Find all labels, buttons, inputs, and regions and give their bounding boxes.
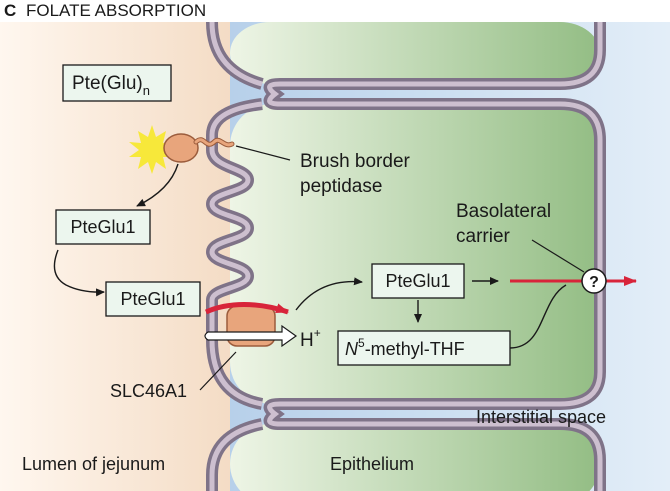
pteglu1-box-substrate: [105, 281, 201, 317]
cell-membrane: [205, 10, 606, 491]
pteglu1-box-lumen: [55, 209, 151, 245]
slc-leader: [199, 351, 237, 391]
panel-letter: C: [4, 1, 16, 20]
brush-border-peptidase: [129, 125, 235, 174]
carrier-label: carrier: [456, 226, 511, 247]
carrier-question: ?: [589, 274, 599, 291]
slc46a1-label: SLC46A1: [110, 381, 187, 401]
pteglu1-label-lumen: PteGlu1: [70, 217, 135, 237]
pteglu1-label-substrate: PteGlu1: [120, 289, 185, 309]
pte-glu-n-box: [62, 64, 172, 102]
arrow-hydrolysis: [136, 163, 179, 207]
methyl-thf-label: N5-methyl-THF: [345, 336, 465, 359]
lumen-label: Lumen of jejunum: [22, 454, 165, 474]
interstitial-label: Interstitial space: [476, 407, 606, 427]
epithelial-cell-top: [230, 22, 600, 84]
brush-border-label: Brush border: [300, 151, 411, 172]
pteglu1-label-cell: PteGlu1: [385, 271, 450, 291]
proton-label: H+: [300, 326, 321, 351]
slc46a1-transporter: [204, 302, 298, 348]
peptidase-leader: [235, 145, 291, 161]
panel-title: FOLATE ABSORPTION: [26, 1, 206, 20]
epithelial-cell-bottom: [230, 424, 600, 491]
epithelial-cell-main: [230, 104, 600, 404]
peptidase-label: peptidase: [300, 176, 382, 197]
arrow-to-transporter-substrate: [53, 249, 105, 297]
methyl-thf-to-carrier: [509, 284, 567, 349]
epithelium-label: Epithelium: [330, 454, 414, 474]
header-strip: [0, 0, 670, 22]
methyl-thf-box: [337, 330, 511, 366]
pteglu1-box-cell: [371, 263, 465, 299]
pte-glu-n-label: Pte(Glu)n: [72, 73, 150, 98]
basolateral-label: Basolateral: [456, 201, 551, 222]
arrow-into-cell: [295, 277, 363, 311]
basolateral-carrier: [581, 268, 607, 294]
basolateral-leader: [531, 239, 585, 273]
